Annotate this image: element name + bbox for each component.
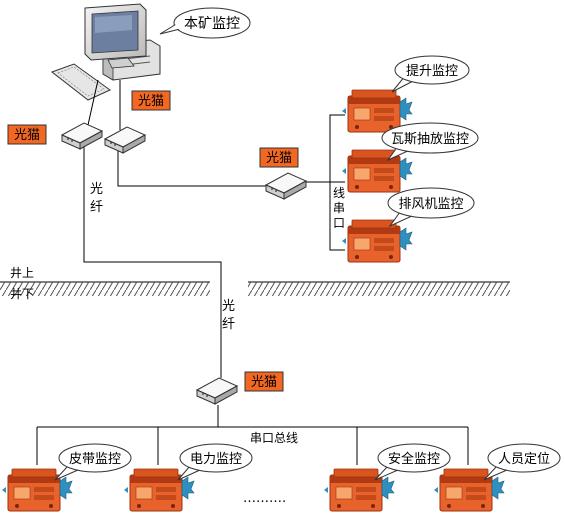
- modem-label-1: 光猫: [7, 124, 47, 145]
- svg-text:电力监控: 电力监控: [190, 452, 242, 467]
- surface-station-bubble-1: 提升监控: [391, 55, 470, 93]
- underground-station-bubble-2: 电力监控: [177, 443, 253, 481]
- top-monitor-label: 本矿监控: [184, 16, 240, 32]
- svg-text:人员定位: 人员定位: [498, 452, 550, 467]
- svg-text:线: 线: [333, 186, 345, 200]
- ground-line: 井上 井下: [0, 266, 510, 301]
- svg-text:安全监控: 安全监控: [388, 451, 440, 467]
- svg-text:排风机监控: 排风机监控: [398, 197, 463, 212]
- underground-station-bubble-3: 安全监控: [374, 443, 451, 481]
- surface-station-bubble-3: 排风机监控: [387, 187, 475, 228]
- serial-bus-label: 串口总线: [250, 431, 298, 445]
- serial-line-label: 串 口 线: [333, 186, 345, 230]
- station-icon: [341, 149, 413, 193]
- svg-text:光猫: 光猫: [14, 128, 40, 143]
- fiber-label-lower: 光 纤: [222, 299, 235, 332]
- ellipsis: ……….: [243, 491, 286, 506]
- modem-label-4: 光猫: [244, 371, 284, 392]
- svg-text:光猫: 光猫: [251, 375, 277, 390]
- modem-icon: [104, 126, 146, 154]
- below-ground-label: 井下: [10, 287, 34, 301]
- svg-text:纤: 纤: [222, 317, 235, 332]
- svg-text:皮带监控: 皮带监控: [69, 452, 121, 467]
- svg-text:光猫: 光猫: [266, 151, 292, 166]
- svg-text:串: 串: [333, 201, 345, 215]
- modem-icon: [196, 377, 238, 405]
- modem-icon: [265, 172, 307, 200]
- modem-label-3: 光猫: [259, 147, 299, 168]
- underground-station-bubble-1: 皮带监控: [54, 443, 132, 481]
- svg-text:光猫: 光猫: [138, 94, 164, 109]
- computer-icon: [50, 3, 161, 101]
- modem-icon: [61, 122, 103, 150]
- svg-text:纤: 纤: [90, 200, 103, 215]
- svg-text:光: 光: [90, 182, 103, 197]
- connection-lines: [36, 79, 469, 465]
- modem-label-2: 光猫: [131, 90, 171, 111]
- surface-station-bubble-2: 瓦斯抽放监控: [381, 122, 479, 162]
- svg-text:瓦斯抽放监控: 瓦斯抽放监控: [391, 132, 469, 147]
- svg-text:提升监控: 提升监控: [406, 63, 458, 79]
- above-ground-label: 井上: [10, 266, 34, 280]
- underground-station-bubble-4: 人员定位: [483, 443, 561, 481]
- svg-text:光: 光: [222, 299, 235, 314]
- station-icon: [341, 219, 413, 263]
- fiber-label-upper: 光 纤: [90, 182, 103, 215]
- svg-text:口: 口: [333, 216, 345, 230]
- top-monitor-bubble: 本矿监控: [159, 7, 251, 39]
